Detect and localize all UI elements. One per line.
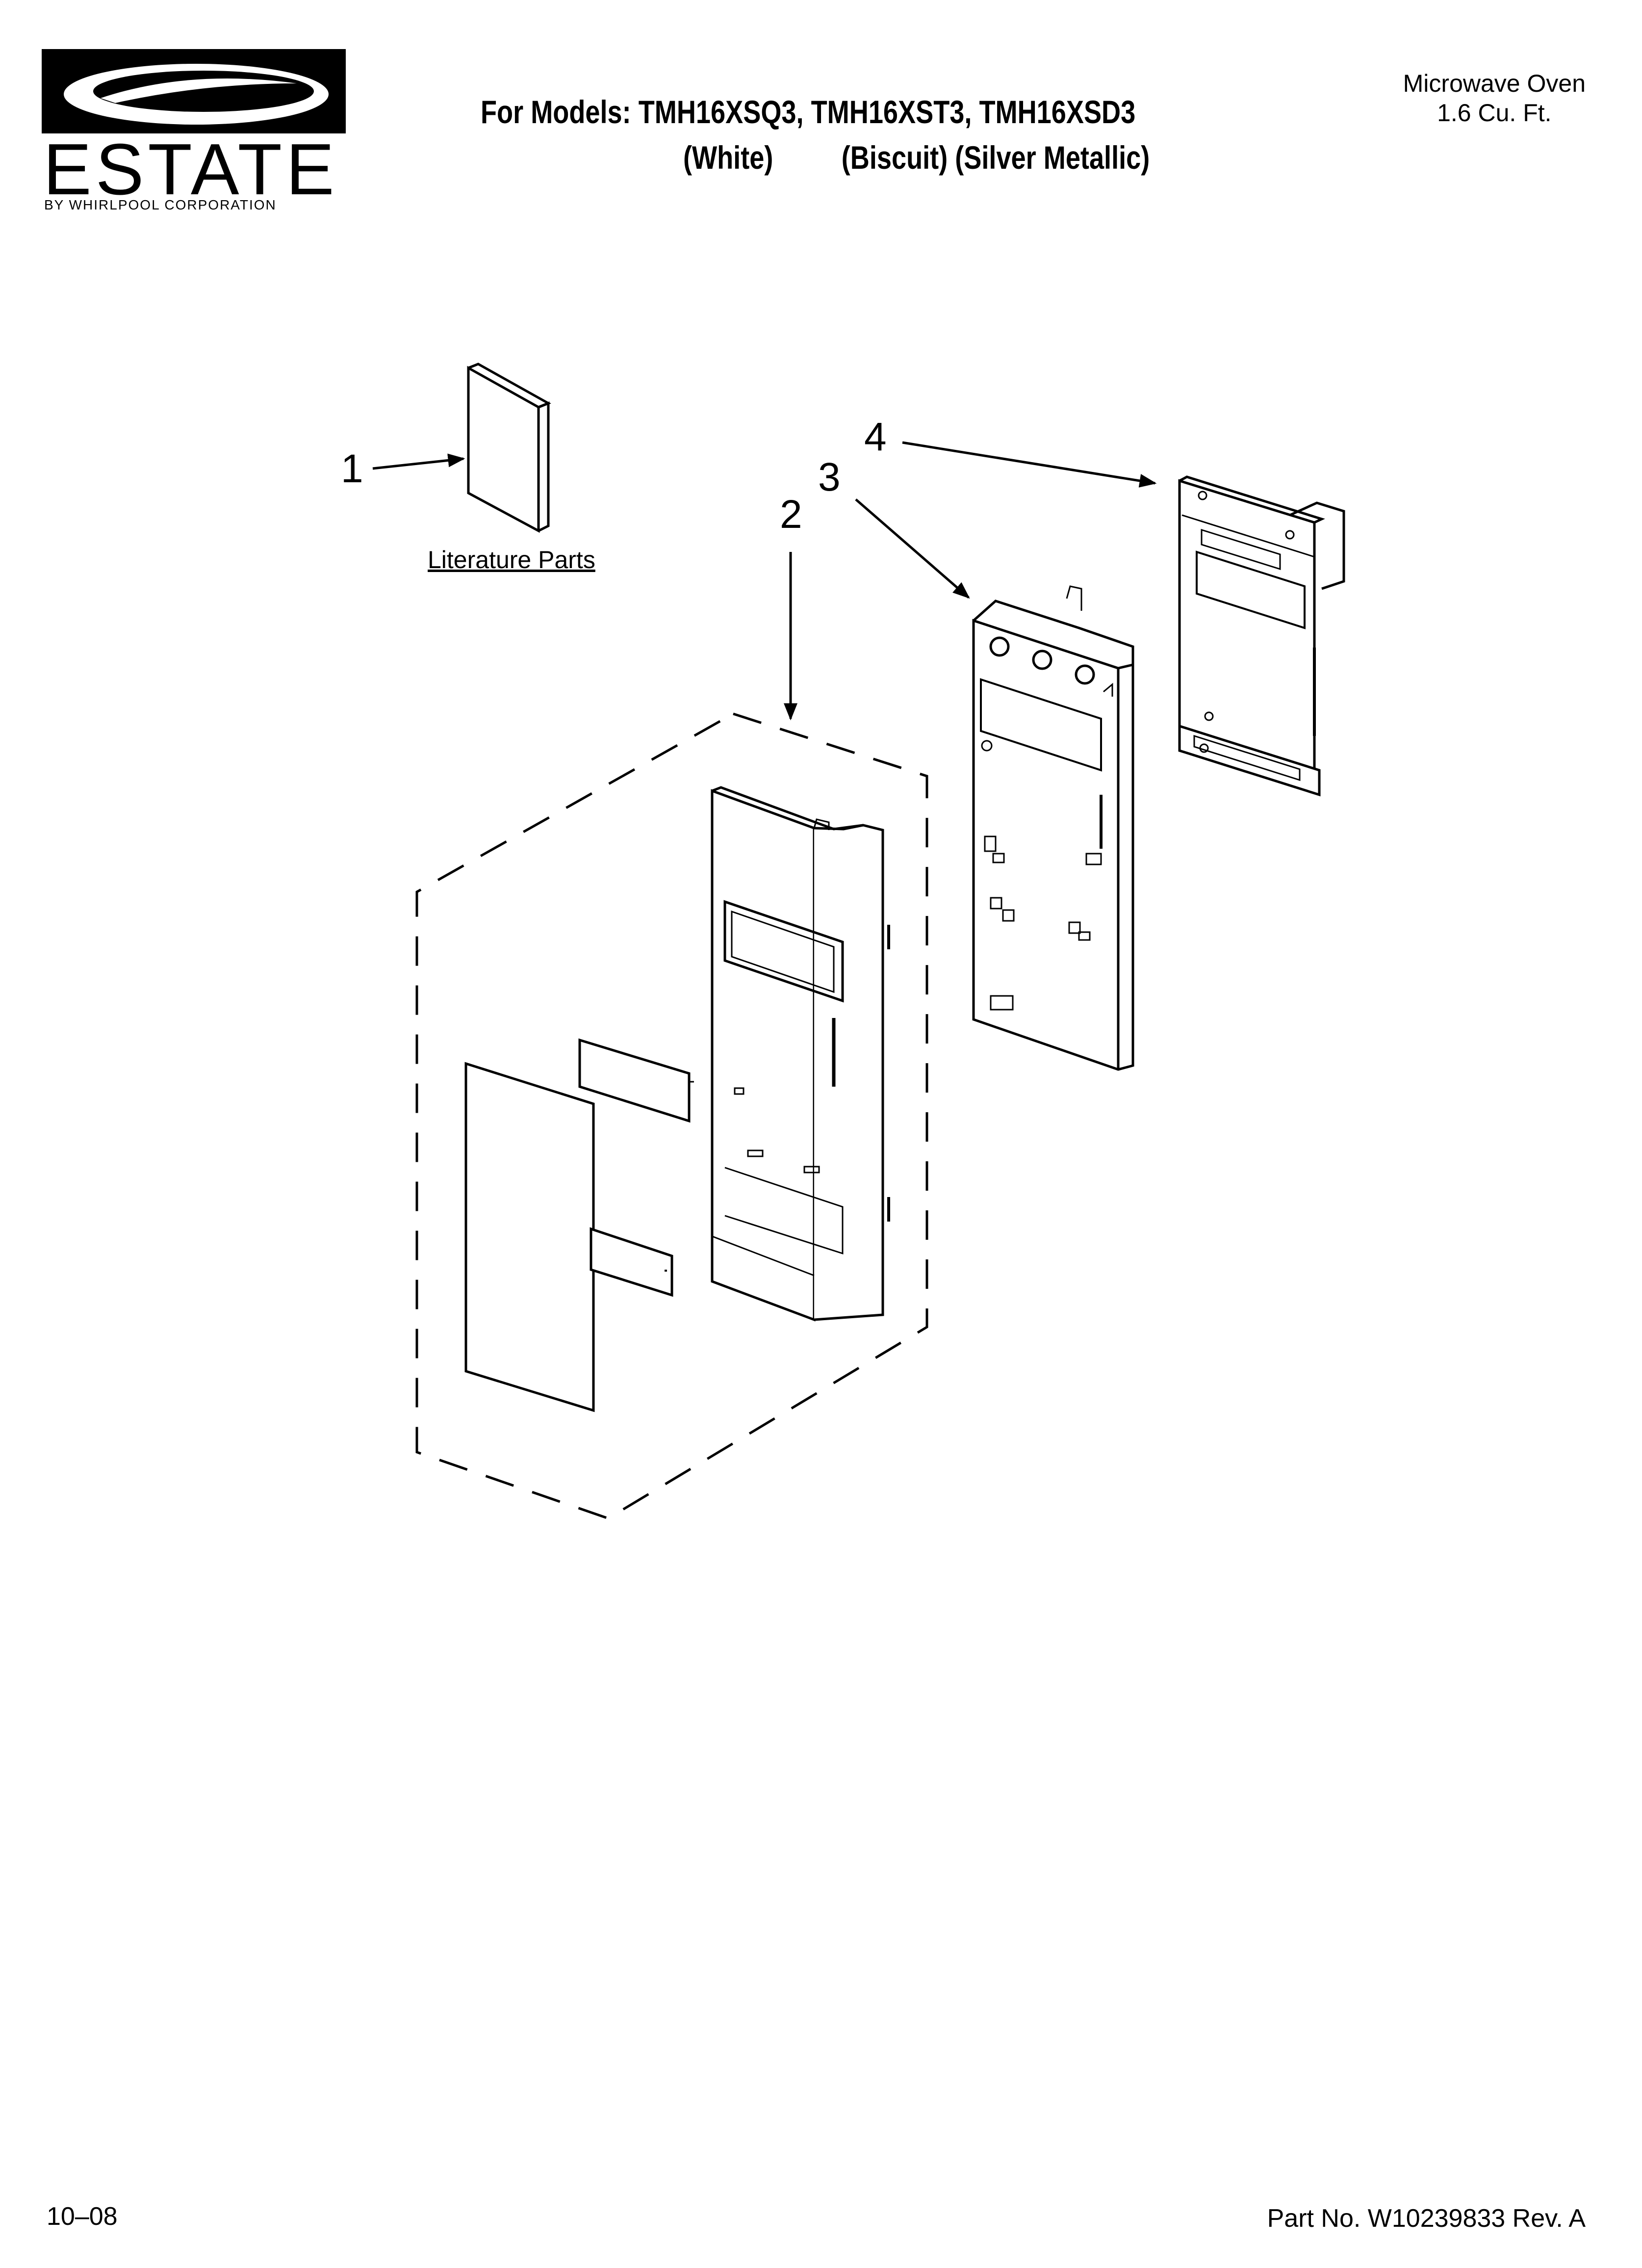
brand-subtitle: BY WHIRLPOOL CORPORATION bbox=[44, 197, 277, 212]
control-panel-front bbox=[711, 786, 890, 1322]
callout-2: 2 bbox=[780, 492, 802, 537]
leader-4 bbox=[902, 441, 1157, 488]
estate-logo bbox=[42, 49, 346, 133]
models-title: For Models: TMH16XSQ3, TMH16XST3, TMH16X… bbox=[481, 94, 1136, 130]
leader-1 bbox=[372, 453, 465, 470]
revision-date: 10–08 bbox=[47, 2202, 118, 2231]
literature-parts-label: Literature Parts bbox=[428, 546, 595, 574]
models-colors: (White) (Biscuit) (Silver Metallic) bbox=[683, 139, 1150, 176]
callout-3: 3 bbox=[818, 455, 841, 499]
control-panel-frame bbox=[972, 585, 1134, 1071]
product-type: Microwave Oven bbox=[1403, 70, 1586, 97]
product-capacity: 1.6 Cu. Ft. bbox=[1437, 99, 1552, 127]
color-biscuit-silver: (Biscuit) (Silver Metallic) bbox=[841, 139, 1150, 176]
callout-1: 1 bbox=[341, 446, 363, 491]
assembly-outline bbox=[415, 712, 928, 1520]
literature-booklet bbox=[467, 363, 551, 533]
touchpad-overlay bbox=[464, 1038, 694, 1412]
color-white: (White) bbox=[683, 139, 773, 176]
brand-name: ESTATE bbox=[43, 129, 338, 210]
callout-4: 4 bbox=[864, 415, 887, 459]
leader-3 bbox=[855, 498, 970, 599]
part-number: Part No. W10239833 Rev. A bbox=[1267, 2204, 1586, 2233]
product-description: Microwave Oven 1.6 Cu. Ft. bbox=[1403, 69, 1586, 128]
electronic-control-board bbox=[1178, 475, 1345, 797]
